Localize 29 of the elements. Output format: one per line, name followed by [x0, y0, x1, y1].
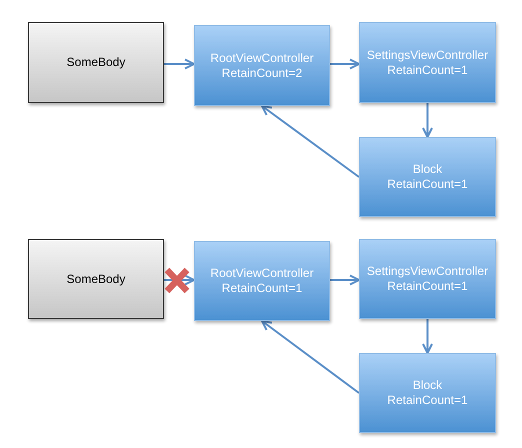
object-name-label: SomeBody: [66, 55, 126, 70]
retain-count-label: RetainCount=1: [387, 279, 468, 294]
object-name-label: Block: [412, 378, 442, 393]
object-name-label: RootViewController: [210, 266, 314, 281]
object-name-label: SettingsViewController: [366, 264, 488, 279]
object-name-label: RootViewController: [210, 50, 314, 66]
arrow: [330, 274, 360, 286]
arrow: [422, 103, 433, 138]
retain-count-label: RetainCount=1: [222, 281, 302, 296]
object-name-label: Block: [412, 162, 442, 177]
object-box: [194, 241, 330, 321]
object-box: [359, 239, 496, 319]
retain-count-label: RetainCount=1: [387, 62, 468, 78]
arrow: [261, 105, 360, 178]
arrow: [164, 58, 195, 70]
object-box: [359, 137, 496, 217]
arrow: [422, 319, 433, 354]
retain-count-label: RetainCount=1: [387, 393, 468, 408]
object-name-label: SomeBody: [66, 272, 126, 286]
arrow: [261, 320, 360, 394]
object-box: [28, 22, 164, 103]
object-box: [359, 353, 496, 433]
object-box: [194, 25, 330, 106]
arrow: [330, 58, 360, 70]
retain-count-label: RetainCount=1: [387, 177, 468, 192]
object-box: [28, 239, 164, 319]
retain-count-label: RetainCount=2: [222, 66, 302, 80]
object-box: [359, 22, 496, 103]
object-name-label: SettingsViewController: [366, 48, 488, 62]
